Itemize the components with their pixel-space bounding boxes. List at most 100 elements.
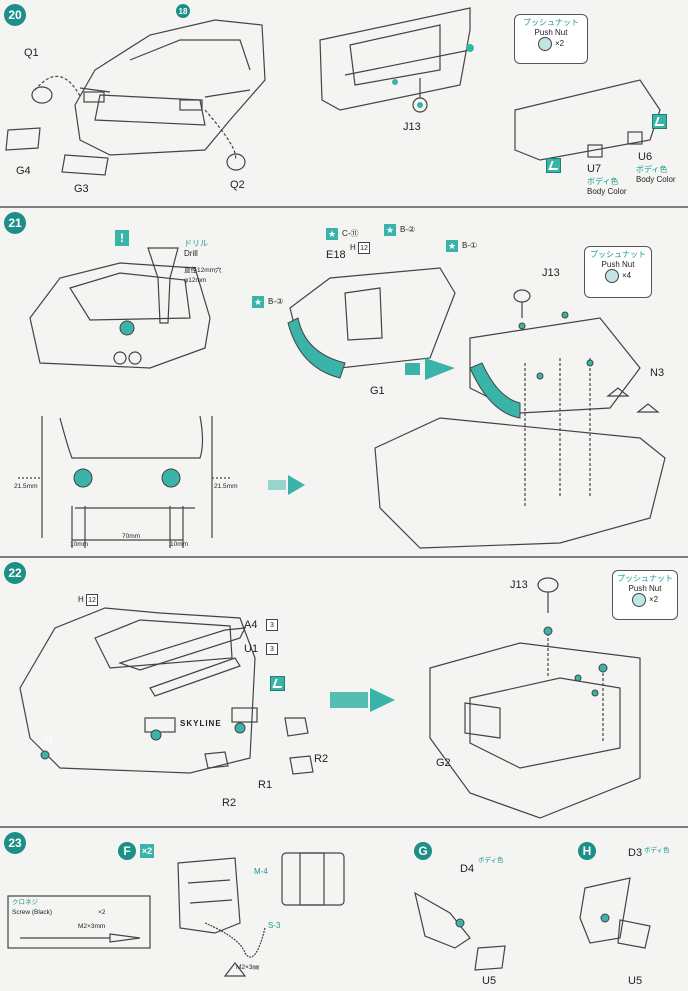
push-nut-en: Push Nut — [628, 584, 662, 593]
d4-body-color-jp: ボディ色 — [478, 857, 504, 864]
hinge-plate — [281, 852, 345, 906]
screw-note: M2×3㎜ — [236, 964, 259, 971]
car-rear-outline — [29, 262, 211, 369]
label-h: H — [350, 243, 356, 252]
headlight-left — [83, 91, 105, 103]
part-g2-shape — [464, 702, 501, 739]
label-a4: A4 — [244, 619, 258, 631]
label-a4-box: 3 — [266, 619, 278, 631]
marker-21: 21 — [44, 735, 53, 744]
step-number-20: 20 — [4, 4, 26, 26]
push-nut-jp: プッシュナット — [617, 574, 673, 583]
label-u1: U1 — [244, 643, 259, 655]
label-g-circle: G — [414, 842, 432, 860]
lower-bumper-shape — [514, 79, 661, 161]
push-nut-icon — [537, 37, 552, 51]
dim-w-left: 10mm — [70, 541, 89, 548]
paint-icon — [652, 114, 667, 129]
push-nut-jp: プッシュナット — [590, 250, 646, 259]
step-20-drawing — [0, 7, 688, 208]
label-b3: B-③ — [268, 297, 284, 306]
part-q1-shape — [31, 86, 53, 104]
dim-h-left: 21.5mm — [14, 483, 38, 490]
car-rear-outline — [19, 607, 256, 774]
part-j13-shape — [537, 577, 559, 593]
drill-en: Drill — [184, 249, 198, 258]
part-j13-shape — [513, 289, 531, 303]
push-nut-en: Push Nut — [601, 260, 635, 269]
dim-w-right: 10mm — [170, 541, 189, 548]
label-h-box: 12 — [358, 242, 370, 254]
paint-icon — [270, 676, 285, 691]
part-f-bracket — [177, 857, 241, 934]
push-nut-qty: ×4 — [621, 271, 632, 281]
d3-body-color-jp: ボディ色 — [644, 847, 670, 854]
skyline-badge: SKYLINE — [180, 719, 222, 728]
label-u5-g: U5 — [482, 975, 497, 987]
part-n3-shape — [606, 387, 630, 397]
star-icon: ★ — [326, 228, 338, 240]
screw-box-qty: ×2 — [98, 909, 106, 916]
step-22-panel: 22 H 12 A4 3 U1 3 SKYLINE R2 R1 R2 21 J1… — [0, 558, 688, 828]
step-20-panel: 20 18 Q1 G4 G3 Q2 J13 U7 ボディ色 Body Color… — [0, 0, 688, 208]
headlight-right — [179, 99, 203, 111]
push-nut-jp: プッシュナット — [523, 18, 579, 27]
part-g3-shape — [61, 154, 109, 176]
u6-body-color-en: Body Color — [636, 175, 676, 184]
step-21-drawing — [0, 247, 688, 558]
step-number-23: 23 — [4, 832, 26, 854]
marker-18: 18 — [176, 4, 190, 18]
mirror-g-shape — [414, 891, 471, 949]
label-u6: U6 — [638, 151, 653, 163]
label-c11: C-⑪ — [342, 229, 359, 238]
label-b1: B-① — [462, 241, 478, 250]
label-s3: S-3 — [268, 921, 281, 930]
push-nut-en: Push Nut — [534, 28, 568, 37]
bumper-shape — [319, 7, 471, 111]
label-g1: G1 — [370, 385, 385, 397]
push-nut-qty: ×2 — [554, 39, 565, 49]
label-r2-right: R2 — [314, 753, 329, 765]
label-u5-h: U5 — [628, 975, 643, 987]
label-e18: E18 — [326, 249, 346, 261]
label-m4: M-4 — [254, 867, 268, 876]
step-23-panel: 23 F ×2 M-4 S-3 M2×3㎜ クロネジ Screw (Black)… — [0, 828, 688, 991]
paint-icon — [546, 158, 561, 173]
star-icon: ★ — [446, 240, 458, 252]
label-r1: R1 — [258, 779, 273, 791]
mirror-h-shape — [579, 877, 631, 944]
warning-icon: ! — [115, 230, 129, 246]
rear-wing-shape — [118, 627, 247, 671]
label-q1: Q1 — [24, 47, 39, 59]
label-n3: N3 — [650, 367, 665, 379]
f-qty-box: ×2 — [140, 844, 154, 858]
front-grille-area — [94, 94, 206, 126]
label-f-circle: F — [118, 842, 136, 860]
part-u7-shape — [587, 144, 603, 158]
label-h: H — [78, 595, 84, 604]
part-q2-shape — [226, 153, 246, 171]
screw-box-en: Screw (Black) — [12, 909, 53, 916]
chassis-shape — [374, 417, 666, 549]
label-h-circle: H — [578, 842, 596, 860]
part-u5a-shape — [474, 945, 506, 971]
part-g4-shape — [5, 127, 41, 151]
step-23-drawing — [7, 852, 651, 977]
screw-box-size: M2×3mm — [78, 923, 106, 930]
step-number-22: 22 — [4, 562, 26, 584]
star-icon: ★ — [252, 296, 264, 308]
step-number-21: 21 — [4, 212, 26, 234]
u6-body-color-jp: ボディ色 — [636, 165, 668, 174]
star-icon: ★ — [384, 224, 396, 236]
push-nut-callout-21: プッシュナット Push Nut ×4 — [584, 246, 652, 298]
screw-box-frame — [7, 895, 151, 949]
u7-body-color-en: Body Color — [587, 187, 627, 196]
push-nut-icon — [604, 269, 619, 283]
drill-shape — [147, 247, 179, 324]
car-body-outline — [74, 19, 266, 156]
label-h-box: 12 — [86, 594, 98, 606]
drill-jp: ドリル — [184, 239, 208, 248]
label-r2-left: R2 — [222, 797, 237, 809]
label-j13: J13 — [542, 267, 560, 279]
